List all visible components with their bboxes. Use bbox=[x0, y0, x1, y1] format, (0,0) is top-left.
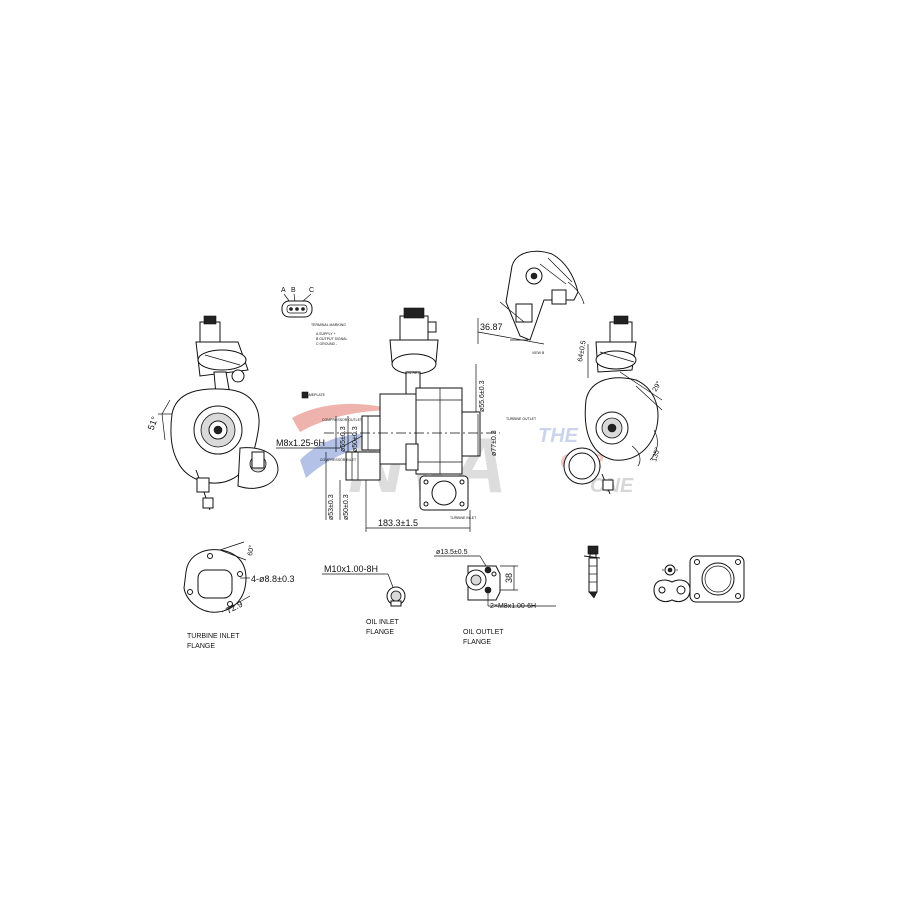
main-dia-77: ø77±0.3 bbox=[491, 430, 498, 456]
main-dia-50a: ø50±0.3 bbox=[352, 426, 359, 452]
watermark-tagline-1: THE bbox=[538, 425, 579, 447]
view-b-label: VIEW B bbox=[532, 351, 545, 355]
oil-inlet-flange: M10x1.00-8H OIL INLET FLANGE bbox=[322, 564, 406, 636]
main-dia-53: ø53±0.3 bbox=[328, 494, 335, 520]
top-right-dim-label: 36.87 bbox=[480, 322, 503, 332]
tag-turbine-outlet: TURBINE OUTLET bbox=[506, 417, 537, 421]
right-dim-64: 64±0.5 bbox=[577, 340, 588, 362]
connector-pinout: A B C TERMINAL MARKING A SUPPLY + B OUTP… bbox=[281, 287, 347, 346]
oif-label-line1: OIL INLET bbox=[366, 619, 400, 626]
oof-dia-label: ø13.5±0.5 bbox=[436, 549, 468, 556]
left-view-angle-label: 51° bbox=[146, 415, 160, 432]
main-length-label: 183.3±1.5 bbox=[378, 518, 418, 528]
left-side-view: 51° bbox=[146, 315, 279, 511]
turbine-inlet-flange: 60° 4-ø8.8±0.3 72.9 TURBINE INLET FLANGE bbox=[183, 541, 294, 650]
main-dia-55: ø55±0.3 bbox=[340, 426, 347, 452]
oil-outlet-flange: ø13.5±0.5 38 2×M8x1.00-6H OIL OUTLET FLA… bbox=[434, 549, 556, 646]
tag-nameplate: NAMEPLATE bbox=[304, 393, 326, 397]
oof-label-line1: OIL OUTLET bbox=[463, 629, 504, 636]
terminal-legend-item-a: A SUPPLY + bbox=[316, 332, 336, 336]
tag-turbine-inlet: TURBINE INLET bbox=[450, 516, 477, 520]
tif-label-line1: TURBINE INLET bbox=[187, 633, 240, 640]
oof-thread-label: 2×M8x1.00-6H bbox=[490, 603, 536, 610]
terminal-legend-item-b: B OUTPUT SIGNAL bbox=[316, 337, 347, 341]
oif-thread-label: M10x1.00-8H bbox=[324, 564, 378, 574]
tag-oil-return: OIL RET bbox=[406, 371, 420, 375]
terminal-legend-title: TERMINAL MARKING bbox=[311, 323, 346, 327]
top-right-view: 36.87 VIEW B bbox=[477, 250, 585, 355]
watermark-swoosh-blue bbox=[300, 434, 400, 478]
bolt-part bbox=[583, 545, 601, 599]
watermark-swoosh-red bbox=[292, 403, 395, 432]
right-side-view: 64±0.5 29° 135° bbox=[563, 315, 663, 495]
right-angle-135: 135° bbox=[650, 446, 662, 462]
pin-c-label: C bbox=[309, 287, 314, 294]
tif-label-line2: FLANGE bbox=[187, 643, 215, 650]
main-thread-label: M8x1.25-6H bbox=[276, 438, 325, 448]
oof-dim-label: 38 bbox=[504, 573, 514, 583]
tif-holes-label: 4-ø8.8±0.3 bbox=[251, 574, 294, 584]
main-front-view: M8x1.25-6H ø55±0.3 ø50±0.3 ø53±0.3 ø50±0… bbox=[276, 307, 537, 532]
main-dia-556: ø55.6±0.3 bbox=[479, 380, 486, 412]
tag-compressor-inlet: COMPRESSOR INLET bbox=[320, 458, 357, 462]
right-angle-29: 29° bbox=[651, 380, 663, 393]
oof-label-line2: FLANGE bbox=[463, 639, 491, 646]
pin-a-label: A bbox=[281, 287, 286, 294]
tag-compressor-outlet: COMPRESSOR OUTLET bbox=[322, 418, 363, 422]
gaskets bbox=[653, 555, 745, 603]
tif-angle-label: 60° bbox=[246, 544, 256, 556]
terminal-legend-item-c: C GROUND - bbox=[316, 342, 338, 346]
pin-b-label: B bbox=[291, 287, 296, 294]
main-dia-50b: ø50±0.3 bbox=[343, 494, 350, 520]
oif-label-line2: FLANGE bbox=[366, 629, 394, 636]
